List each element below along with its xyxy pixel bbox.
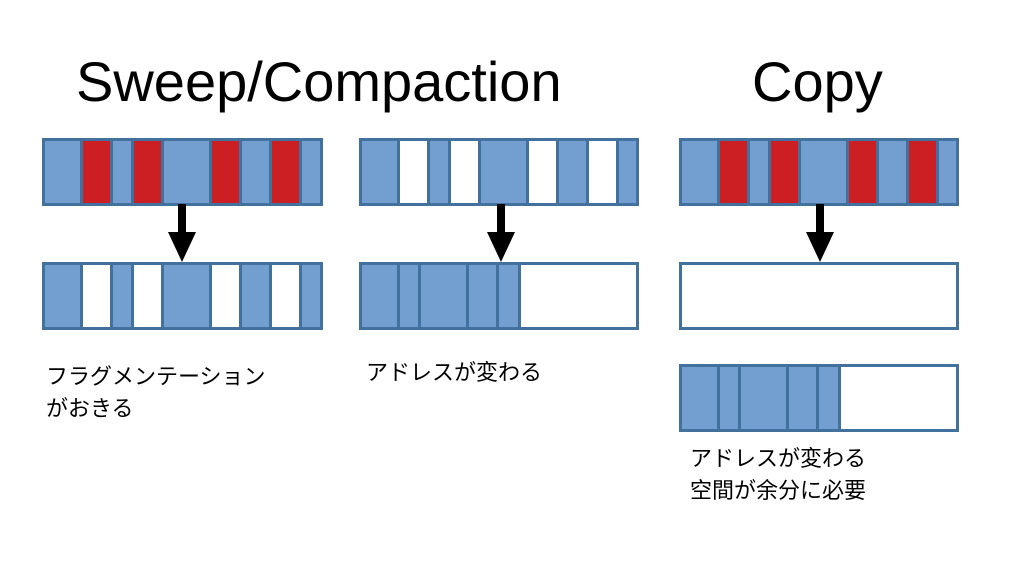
free-space [212,265,242,327]
dead-object [771,141,801,203]
caption-compaction-line-1: アドレスが変わる [366,361,543,386]
live-object [619,141,636,203]
live-object [400,265,421,327]
dead-object [212,141,242,203]
compaction-arrow-down [487,204,515,262]
title-sweep-compaction: Sweep/Compaction [76,50,562,113]
free-space [841,367,956,429]
live-object [164,141,212,203]
live-object [302,265,320,327]
dead-object [83,141,113,203]
live-object [242,141,272,203]
live-object [819,367,841,429]
live-object [362,265,400,327]
live-object [469,265,499,327]
free-space [521,265,636,327]
copy-from-space-emptied [679,262,959,330]
caption-sweep: フラグメンテーション がおきる [46,362,266,426]
live-object [720,367,741,429]
copy-from-space [679,138,959,206]
copy-arrow-down [806,204,834,262]
free-space [589,141,619,203]
live-object [164,265,212,327]
compaction-heap-before [359,138,639,206]
free-space [451,141,481,203]
live-object [789,367,819,429]
caption-copy-line-2: 空間が余分に必要 [690,479,867,504]
live-object [481,141,529,203]
live-object [430,141,451,203]
live-object [559,141,589,203]
live-object [879,141,909,203]
live-object [113,265,134,327]
live-object [45,141,83,203]
live-object [302,141,320,203]
sweep-heap-before [42,138,323,206]
live-object [421,265,469,327]
free-space [400,141,430,203]
live-object [682,367,720,429]
caption-compaction: アドレスが変わる [366,358,542,390]
free-space [83,265,113,327]
caption-sweep-line-2: がおきる [46,397,134,422]
caption-sweep-line-1: フラグメンテーション [46,365,266,390]
dead-object [134,141,164,203]
caption-copy-line-1: アドレスが変わる [690,447,867,472]
live-object [242,265,272,327]
live-object [939,141,956,203]
dead-object [849,141,879,203]
free-space [134,265,164,327]
live-object [801,141,849,203]
live-object [45,265,83,327]
compaction-heap-after [359,262,639,330]
free-space [529,141,559,203]
dead-object [272,141,302,203]
sweep-arrow-down [168,204,196,262]
live-object [113,141,134,203]
title-copy: Copy [752,50,883,113]
live-object [362,141,400,203]
sweep-heap-after [42,262,323,330]
live-object [750,141,771,203]
dead-object [909,141,939,203]
live-object [682,141,720,203]
live-object [741,367,789,429]
live-object [499,265,521,327]
free-space [272,265,302,327]
caption-copy: アドレスが変わる 空間が余分に必要 [690,444,866,508]
copy-to-space [679,364,959,432]
dead-object [720,141,750,203]
